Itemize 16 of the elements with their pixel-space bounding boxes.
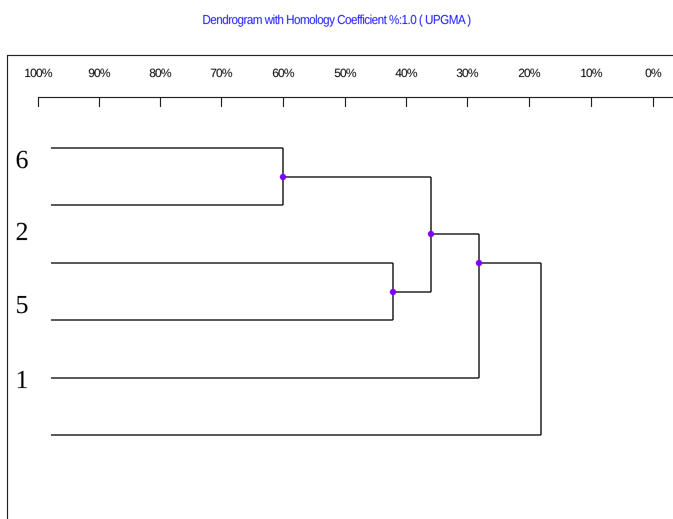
- tick-label: 40%: [395, 66, 417, 80]
- tick-label: 60%: [272, 66, 294, 80]
- tick-label: 50%: [334, 66, 356, 80]
- tick-label: 0%: [645, 66, 661, 80]
- tick-label: 20%: [518, 66, 540, 80]
- leaf-label: 2: [16, 217, 28, 247]
- tick-label: 30%: [456, 66, 478, 80]
- tick-label: 10%: [580, 66, 602, 80]
- tick-label: 70%: [210, 66, 232, 80]
- chart-title: Dendrogram with Homology Coefficient %:1.0 ( UPGMA ): [201, 12, 472, 27]
- tick-label: 80%: [149, 66, 171, 80]
- tick-label: 90%: [88, 66, 110, 80]
- leaf-label: 5: [16, 290, 28, 320]
- leaf-label: 1: [16, 365, 28, 395]
- leaf-label: 6: [16, 145, 28, 175]
- tick-label: 100%: [24, 66, 52, 80]
